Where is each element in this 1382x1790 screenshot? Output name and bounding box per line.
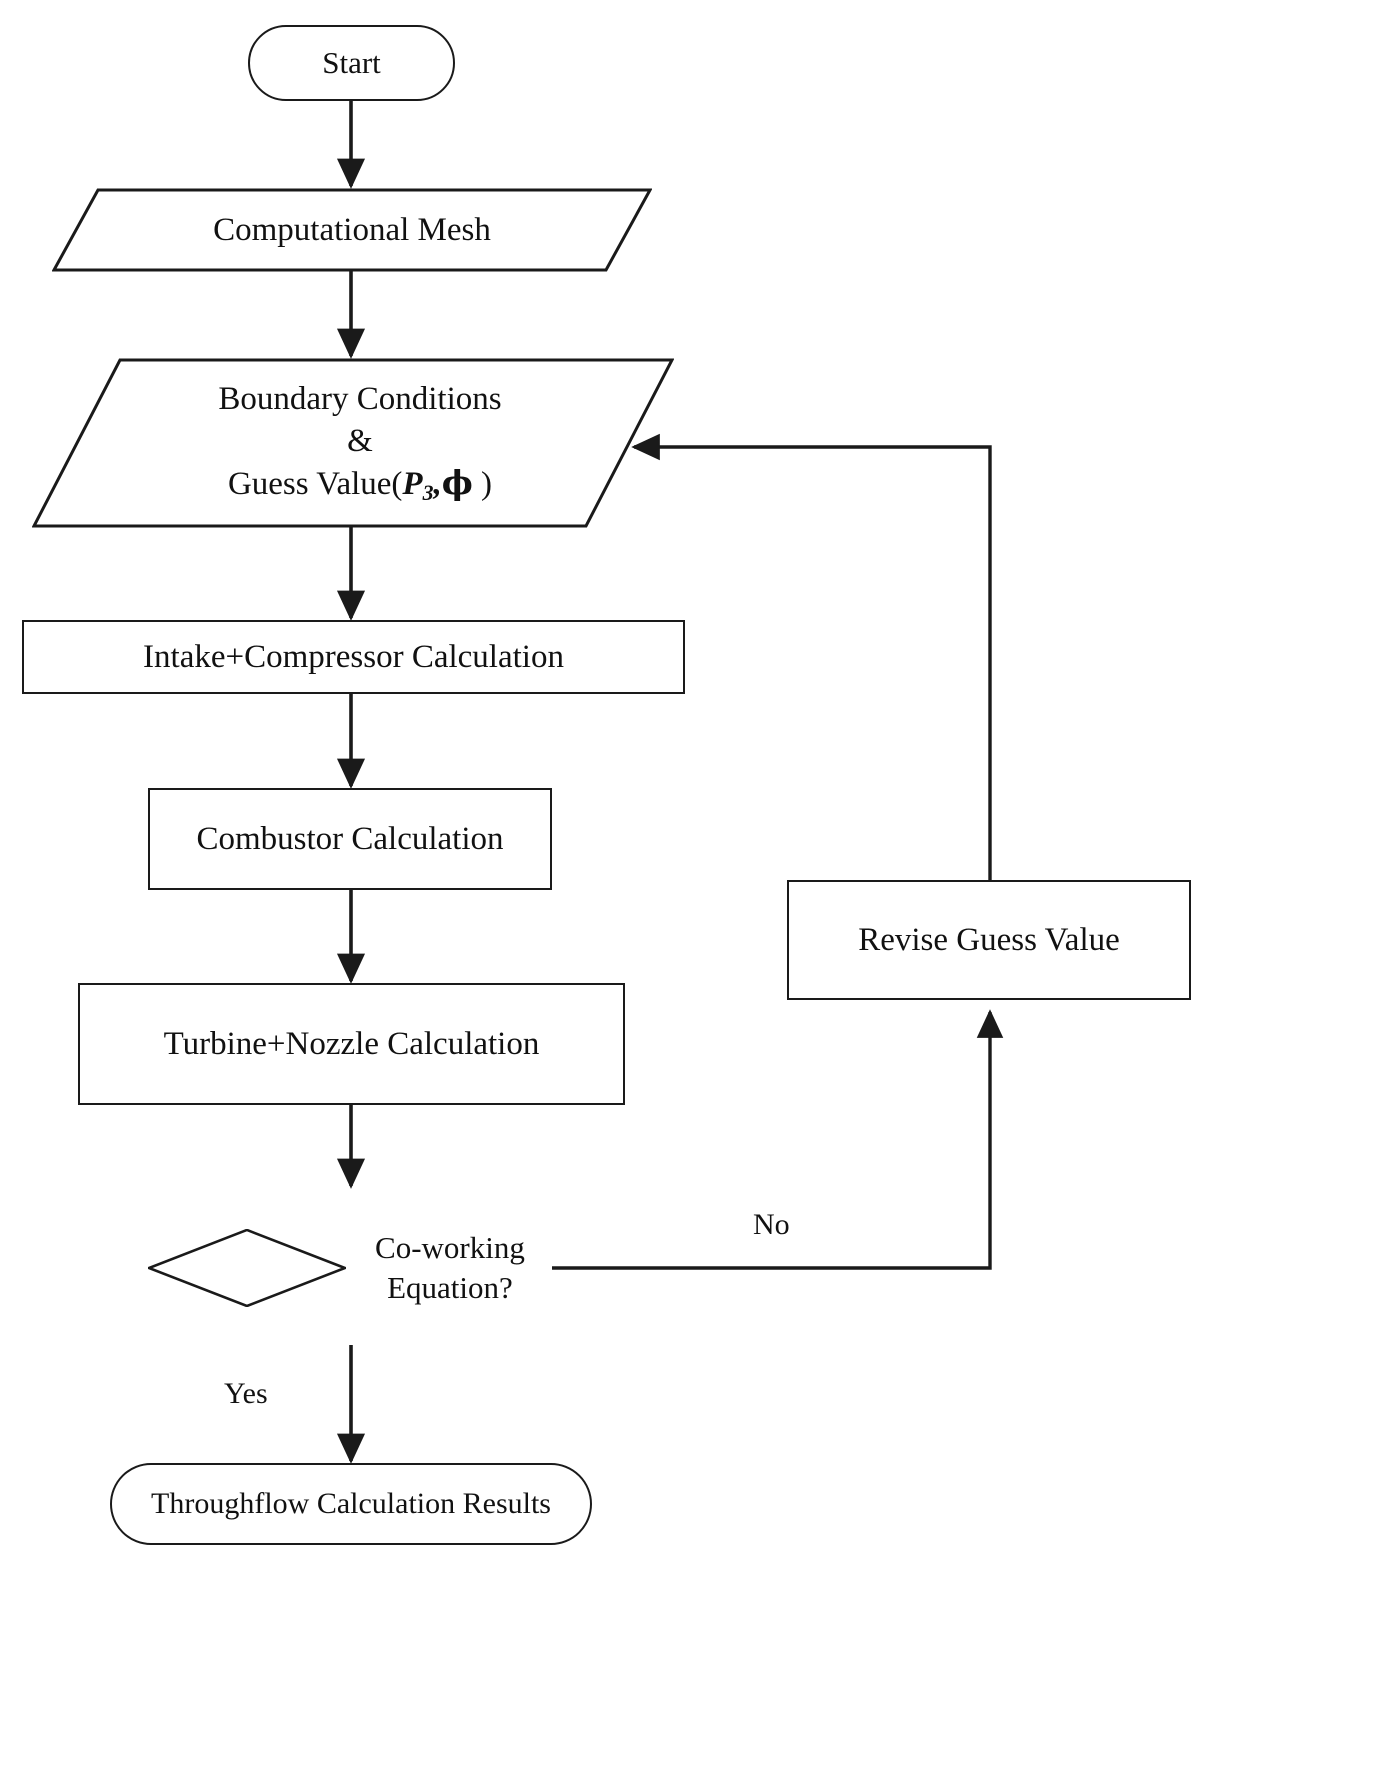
node-results[interactable]: Throughflow Calculation Results [110,1463,592,1545]
parallelogram-shape-mesh [52,188,652,272]
node-combustor[interactable]: Combustor Calculation [148,788,552,890]
node-results-label: Throughflow Calculation Results [151,1486,551,1520]
node-revise-guess-value[interactable]: Revise Guess Value [787,880,1191,1000]
node-decision-co-working[interactable]: Co-working Equation? [148,1188,554,1348]
node-boundary-conditions[interactable]: Boundary Conditions & Guess Value(P3,ϕ ) [32,358,674,528]
node-intake-compressor-label: Intake+Compressor Calculation [143,638,564,675]
boundary-line-1: Boundary Conditions [218,380,502,417]
boundary-guess-prefix: Guess Value( [227,466,403,503]
node-turbine-nozzle[interactable]: Turbine+Nozzle Calculation [78,983,625,1105]
node-start[interactable]: Start [248,25,455,101]
boundary-guess-var-phi: ϕ [441,463,473,503]
boundary-line-2: & [347,423,373,460]
decision-line-1: Co-working [375,1230,525,1266]
edge-label-no: No [753,1208,790,1241]
node-decision-text: Co-working Equation? [346,1228,554,1307]
decision-line-2: Equation? [387,1270,513,1305]
node-computational-mesh-label: Computational Mesh [213,211,491,248]
node-intake-compressor[interactable]: Intake+Compressor Calculation [22,620,685,694]
boundary-guess-var-p: P [402,466,423,503]
node-start-label: Start [322,45,381,81]
node-combustor-label: Combustor Calculation [196,820,504,857]
diamond-shape-decision [148,1229,346,1307]
boundary-guess-suffix: ) [472,466,493,503]
edge-label-yes: Yes [224,1377,268,1410]
node-revise-guess-value-label: Revise Guess Value [858,921,1120,958]
parallelogram-shape-boundary [32,358,674,528]
boundary-guess-separator: , [433,466,442,503]
node-boundary-conditions-text: Boundary Conditions & Guess Value(P3,ϕ ) [32,378,674,508]
node-turbine-nozzle-label: Turbine+Nozzle Calculation [163,1025,540,1062]
boundary-guess-sub-3: 3 [422,481,434,506]
boundary-line-3: Guess Value(P3,ϕ ) [56,462,664,508]
node-computational-mesh[interactable]: Computational Mesh [52,188,652,272]
edge-revise-to-boundary [631,433,992,882]
